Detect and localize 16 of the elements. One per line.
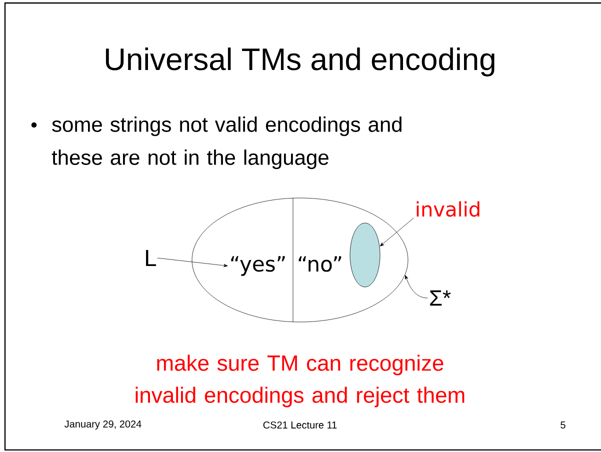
bullet-text: some strings not valid encodings and these are not in the language (52, 116, 402, 170)
node-label: Σ* (430, 290, 451, 306)
page-number: 5 (560, 422, 566, 428)
footer-date: January 29, 2024 (64, 420, 142, 430)
arrow (405, 275, 428, 298)
ellipse (192, 198, 408, 322)
arrow (380, 218, 414, 246)
highlighted-note: make sure TM can recognize invalid encodings and reject them (136, 354, 464, 408)
ellipse (350, 222, 380, 288)
slide-title: Universal TMs and encoding (106, 48, 494, 76)
node-label: “yes” (231, 256, 285, 276)
arrow (157, 258, 228, 268)
node-label: L (146, 250, 156, 266)
footer-text: CS21 Lecture 11 (263, 421, 337, 429)
node-label: invalid (416, 201, 480, 217)
node-label: “no” (298, 256, 342, 272)
